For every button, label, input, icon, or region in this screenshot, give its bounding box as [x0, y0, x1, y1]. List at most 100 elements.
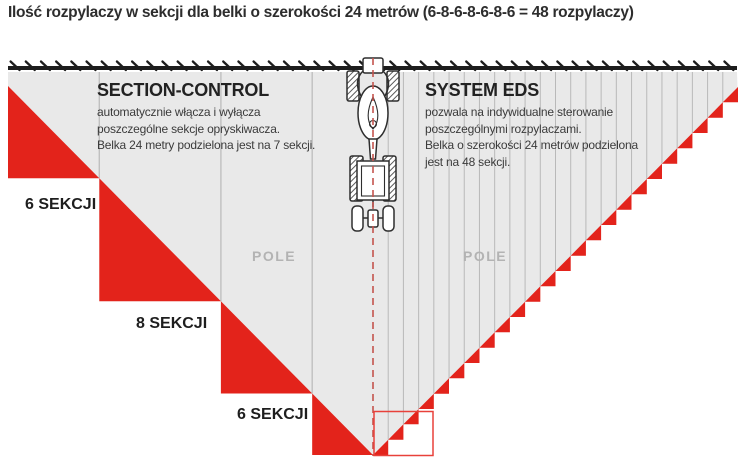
overspray-triangle-right	[662, 148, 678, 164]
overspray-triangle-right	[616, 194, 632, 210]
nozzle-tick	[480, 60, 492, 72]
nozzle-tick	[601, 60, 614, 72]
description-line: poszczególne sekcje opryskiwacza.	[97, 121, 280, 136]
overspray-triangle-left	[99, 178, 221, 302]
nozzle-tick	[419, 60, 431, 72]
system-eds-description: pozwala na indywidualne sterowanie poszc…	[425, 104, 638, 170]
nozzle-tick	[647, 60, 659, 72]
eds-highlight-box	[373, 410, 434, 457]
overspray-triangle-right	[433, 378, 449, 394]
overspray-triangle-right	[388, 424, 404, 440]
overspray-triangle-right	[646, 163, 662, 179]
system-eds-heading: SYSTEM EDS	[425, 80, 540, 100]
nozzle-tick	[328, 60, 340, 72]
nozzle-tick	[9, 60, 21, 72]
nozzle-tick	[222, 60, 234, 72]
nozzle-tick	[282, 60, 295, 72]
nozzle-tick	[191, 60, 203, 72]
field-label-left: POLE	[252, 248, 297, 264]
sprayer-frame-right	[382, 70, 390, 97]
page-title: Ilość rozpylaczy w sekcji dla belki o sz…	[8, 4, 634, 21]
section-control-heading: SECTION-CONTROL	[97, 80, 269, 100]
nozzle-tick	[723, 60, 735, 72]
overspray-triangle-right	[722, 87, 738, 103]
overspray-triangle-right	[601, 209, 617, 225]
sprayer-wheel-left	[346, 70, 360, 102]
overspray-triangle-right	[540, 271, 556, 287]
nozzle-tick	[161, 60, 173, 72]
nozzle-tick	[85, 60, 97, 72]
nozzle-tick	[632, 60, 644, 72]
overspray-triangle-left	[8, 86, 100, 179]
overspray-triangle-right	[464, 347, 480, 363]
description-line: jest na 48 sekcji.	[425, 154, 511, 169]
nozzle-tick	[449, 60, 462, 72]
section-control-description: automatycznie włącza i wyłącza poszczegó…	[97, 104, 315, 154]
description-line: Belka o szerokości 24 metrów podzielona	[425, 138, 638, 152]
overspray-triangle-right	[509, 301, 526, 317]
nozzle-tick	[146, 60, 158, 72]
nozzle-tick	[313, 60, 325, 72]
front-wheel-right	[382, 205, 395, 232]
nozzle-tick	[434, 60, 446, 72]
overspray-triangle-right	[494, 317, 510, 333]
overspray-triangle-right	[403, 409, 419, 425]
nozzle-tick	[298, 60, 310, 72]
section-label-6-first: 6 SEKCJI	[25, 196, 97, 213]
overspray-triangle-right	[707, 102, 723, 118]
sprayer-frame-left	[356, 70, 364, 97]
section-control-panel: SECTION-CONTROL automatycznie włącza i w…	[97, 80, 315, 154]
overspray-triangle-left	[312, 393, 373, 455]
overspray-triangle-right	[479, 332, 495, 348]
nozzle-tick	[237, 60, 249, 72]
sprayer-wheel-right	[386, 70, 400, 102]
nozzle-tick	[541, 60, 553, 72]
overspray-triangle-right	[555, 255, 571, 271]
overspray-triangle-right	[631, 179, 647, 195]
nozzle-tick	[571, 60, 583, 72]
description-line: automatycznie włącza i wyłącza	[97, 105, 261, 119]
overspray-triangle-right	[525, 286, 541, 302]
nozzle-tick	[525, 60, 538, 72]
tank-inner-drop	[367, 96, 379, 130]
nozzle-tick	[465, 60, 477, 72]
nozzle-tick	[55, 60, 67, 72]
nozzle-tick	[115, 60, 128, 72]
nozzle-tick	[70, 60, 82, 72]
nozzle-tick	[586, 60, 598, 72]
nozzle-tick	[616, 60, 629, 72]
section-label-8: 8 SEKCJI	[136, 315, 208, 332]
nozzle-tick	[130, 60, 143, 72]
nozzle-tick	[556, 60, 568, 72]
description-line: pozwala na indywidualne sterowanie	[425, 105, 613, 119]
overspray-triangle-right	[585, 225, 602, 241]
nozzle-tick	[176, 60, 188, 72]
description-line: Belka 24 metry podzielona jest na 7 sekc…	[97, 138, 316, 152]
nozzle-tick	[100, 60, 112, 72]
nozzle-tick	[708, 60, 720, 72]
field-label-right: POLE	[463, 248, 508, 264]
system-eds-panel: SYSTEM EDS pozwala na indywidualne stero…	[425, 80, 638, 170]
nozzle-tick	[24, 60, 36, 72]
overspray-triangle-left	[220, 301, 313, 394]
nozzle-tick	[267, 60, 279, 72]
overspray-triangle-right	[570, 240, 586, 256]
nozzle-tick	[404, 60, 416, 72]
description-line: poszczególnymi rozpylaczami.	[425, 121, 582, 136]
section-label-6-second: 6 SEKCJI	[237, 406, 309, 423]
nozzle-tick	[39, 60, 52, 72]
overspray-triangle-right	[418, 393, 434, 409]
nozzle-tick	[343, 60, 355, 72]
nozzle-tick	[662, 60, 674, 72]
overspray-triangle-right	[449, 363, 465, 379]
overspray-triangle-right	[692, 117, 708, 133]
overlay-layer	[372, 58, 434, 457]
nozzle-tick	[206, 60, 219, 72]
nozzle-tick	[252, 60, 264, 72]
nozzle-tick	[389, 60, 401, 72]
nozzle-tick	[692, 60, 705, 72]
overspray-triangle-right	[677, 133, 693, 149]
nozzle-tick	[677, 60, 689, 72]
